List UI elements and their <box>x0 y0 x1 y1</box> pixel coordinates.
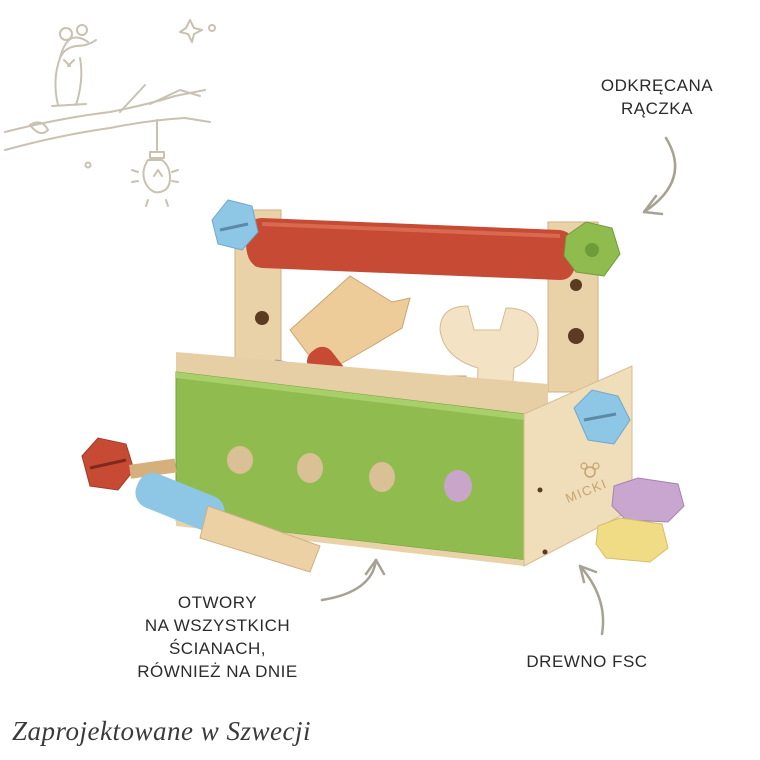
callout-holes-line-2: NA WSZYSTKICH ŚCIANACH, <box>144 616 291 658</box>
callout-handle-line-2: RĄCZKA <box>621 99 693 118</box>
red-screw <box>81 437 177 491</box>
arrow-holes <box>320 558 378 602</box>
purple-nut-loose <box>611 477 685 523</box>
arrow-handle <box>642 136 677 214</box>
yellow-nut-loose <box>595 517 669 563</box>
tagline: Zaprojektowane w Szwecji <box>12 716 311 746</box>
box-body <box>175 352 633 567</box>
callout-holes-line-3: RÓWNIEŻ NA DNIE <box>137 662 298 681</box>
blue-screwdriver <box>135 472 321 573</box>
callout-wood: DREWNO FSC <box>497 650 677 673</box>
wooden-wrench <box>439 305 539 421</box>
green-nut <box>563 221 621 277</box>
red-handle <box>246 218 576 280</box>
blue-bolt-left <box>211 199 259 251</box>
blue-bolt-right <box>573 389 631 445</box>
callout-wood-line-1: DREWNO FSC <box>526 652 648 671</box>
callout-holes: OTWORY NA WSZYSTKICH ŚCIANACH, RÓWNIEŻ N… <box>95 591 340 683</box>
callout-handle: ODKRĘCANA RĄCZKA <box>572 74 742 120</box>
callout-holes-line-1: OTWORY <box>177 593 258 612</box>
callout-handle-line-1: ODKRĘCANA <box>600 76 714 95</box>
arrow-wood <box>578 564 605 636</box>
